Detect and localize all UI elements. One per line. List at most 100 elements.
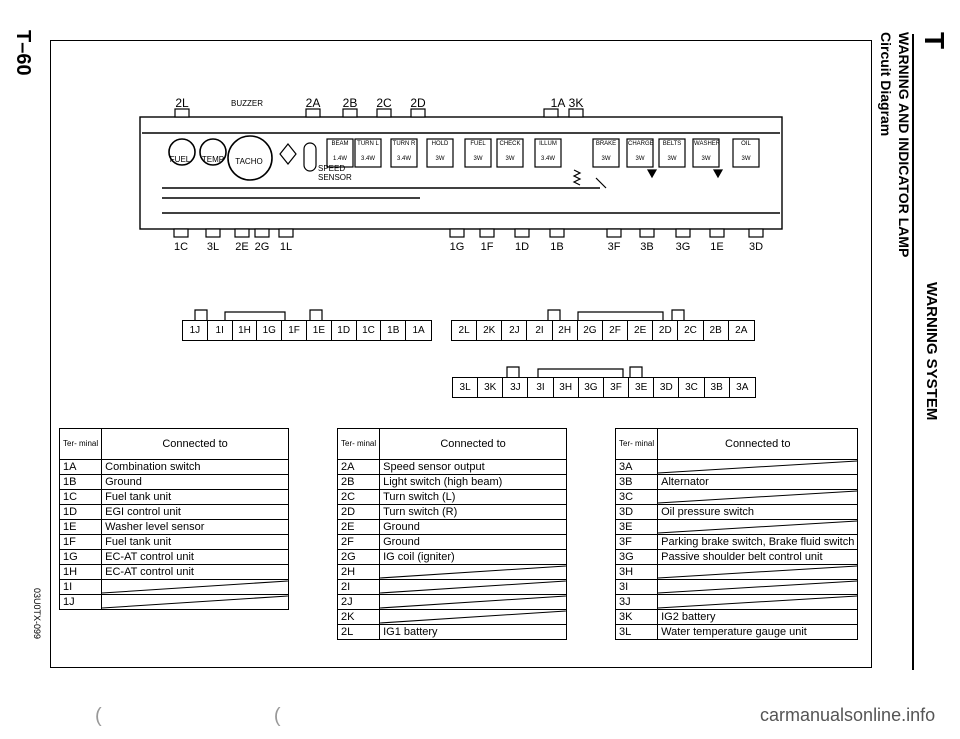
- terminal-connection: [657, 519, 859, 535]
- terminal-id: 1E: [58, 519, 103, 535]
- bottom-connector-pin: [639, 228, 655, 238]
- lamp-name: FUEL: [470, 141, 486, 147]
- bottom-connector-label: 1E: [710, 241, 724, 253]
- terminal-id: 1I: [58, 579, 103, 595]
- gauge-dial: [168, 138, 196, 166]
- terminal-connection: EC-AT control unit: [101, 564, 289, 580]
- connector-pin: 2A: [735, 325, 748, 336]
- lamp-wattage: 3W: [701, 156, 711, 162]
- terminal-id: 2A: [336, 459, 381, 475]
- connector-pin: 3B: [705, 378, 730, 397]
- lamp-wattage: 3W: [505, 156, 515, 162]
- terminal-id: 3H: [614, 564, 659, 580]
- bottom-connector-label: 1L: [279, 241, 293, 253]
- table-row: 3J: [614, 594, 859, 610]
- terminal-connection: [657, 489, 859, 505]
- lamp-wattage: 3.4W: [540, 156, 556, 162]
- terminal-connection: Turn switch (R): [379, 504, 567, 520]
- terminal-id: 3G: [614, 549, 659, 565]
- bottom-connector-label: 1D: [514, 241, 530, 253]
- terminal-id: 3E: [614, 519, 659, 535]
- terminal-id: 1G: [58, 549, 103, 565]
- lamp-box: [464, 138, 492, 168]
- top-connector-pin: [410, 108, 426, 118]
- terminal-connection: Turn switch (L): [379, 489, 567, 505]
- diode-2: [712, 169, 724, 179]
- terminal-id: 2H: [336, 564, 381, 580]
- terminal-id: 3J: [614, 594, 659, 610]
- terminal-id: 3D: [614, 504, 659, 520]
- lamp-name: CHARGE: [628, 141, 654, 147]
- terminal-id: 3B: [614, 474, 659, 490]
- terminal-connection: Passive shoulder belt control unit: [657, 549, 859, 565]
- terminal-connection: [379, 579, 567, 595]
- terminal-connection: Washer level sensor: [101, 519, 289, 535]
- terminal-id: 3C: [614, 489, 659, 505]
- lamp-wattage: 3W: [741, 156, 751, 162]
- bottom-connector-label: 3L: [206, 241, 220, 253]
- connector-pin: 1I: [208, 321, 233, 340]
- terminal-id: 2C: [336, 489, 381, 505]
- terminal-connection: [101, 579, 289, 595]
- terminal-connection: Ground: [101, 474, 289, 490]
- bottom-connector-pin: [205, 228, 221, 238]
- connector-pin: 3A: [736, 382, 749, 393]
- terminal-connection: [379, 609, 567, 625]
- terminal-id: 1J: [58, 594, 103, 610]
- connector-pin: 1A: [412, 325, 425, 336]
- bottom-connector-label: 2E: [235, 241, 249, 253]
- terminal-id: 1A: [58, 459, 103, 475]
- terminal-connection: IG1 battery: [379, 624, 567, 640]
- terminal-id: 2J: [336, 594, 381, 610]
- bottom-connector-pin: [675, 228, 691, 238]
- terminal-id: 1C: [58, 489, 103, 505]
- lamp-name: TURN R: [392, 141, 416, 147]
- terminal-connection: [657, 459, 859, 475]
- connector-pin: 1D: [332, 321, 357, 340]
- table-row: 3I: [614, 579, 859, 595]
- bottom-connector-pin: [514, 228, 530, 238]
- table-row: 3A: [614, 459, 859, 475]
- connector-pin: 3J: [503, 378, 529, 397]
- terminal-connection: Speed sensor output: [379, 459, 567, 475]
- terminal-id: 2I: [336, 579, 381, 595]
- terminal-connection: [379, 594, 567, 610]
- connector-pin: 3I: [528, 378, 554, 397]
- bottom-connector-label: 2G: [254, 241, 270, 253]
- connector-pin: 1E: [307, 321, 332, 340]
- table-row: 2K: [336, 609, 567, 625]
- connector-pin: 2H: [553, 321, 578, 340]
- terminal-connection: [657, 564, 859, 580]
- top-connector-label: BUZZER: [231, 99, 263, 108]
- table-row: 3H: [614, 564, 859, 580]
- terminal-connection: Alternator: [657, 474, 859, 490]
- lamp-box: [658, 138, 686, 168]
- connector-pin: 2C: [678, 321, 704, 340]
- bottom-connector-label: 3F: [607, 241, 621, 253]
- bottom-connector-pin: [254, 228, 270, 238]
- lamp-name: BELTS: [662, 141, 682, 147]
- connector-pin: 2E: [628, 321, 654, 340]
- terminal-id: 3L: [614, 624, 659, 640]
- bottom-connector-label: 1B: [550, 241, 564, 253]
- speed-sensor-label: SPEED SENSOR: [318, 164, 352, 182]
- connector-pin: 3H: [554, 378, 579, 397]
- bottom-connector-pin: [748, 228, 764, 238]
- resistor: [572, 169, 582, 186]
- lamp-name: BEAM: [331, 141, 349, 147]
- top-connector-pin: [543, 108, 559, 118]
